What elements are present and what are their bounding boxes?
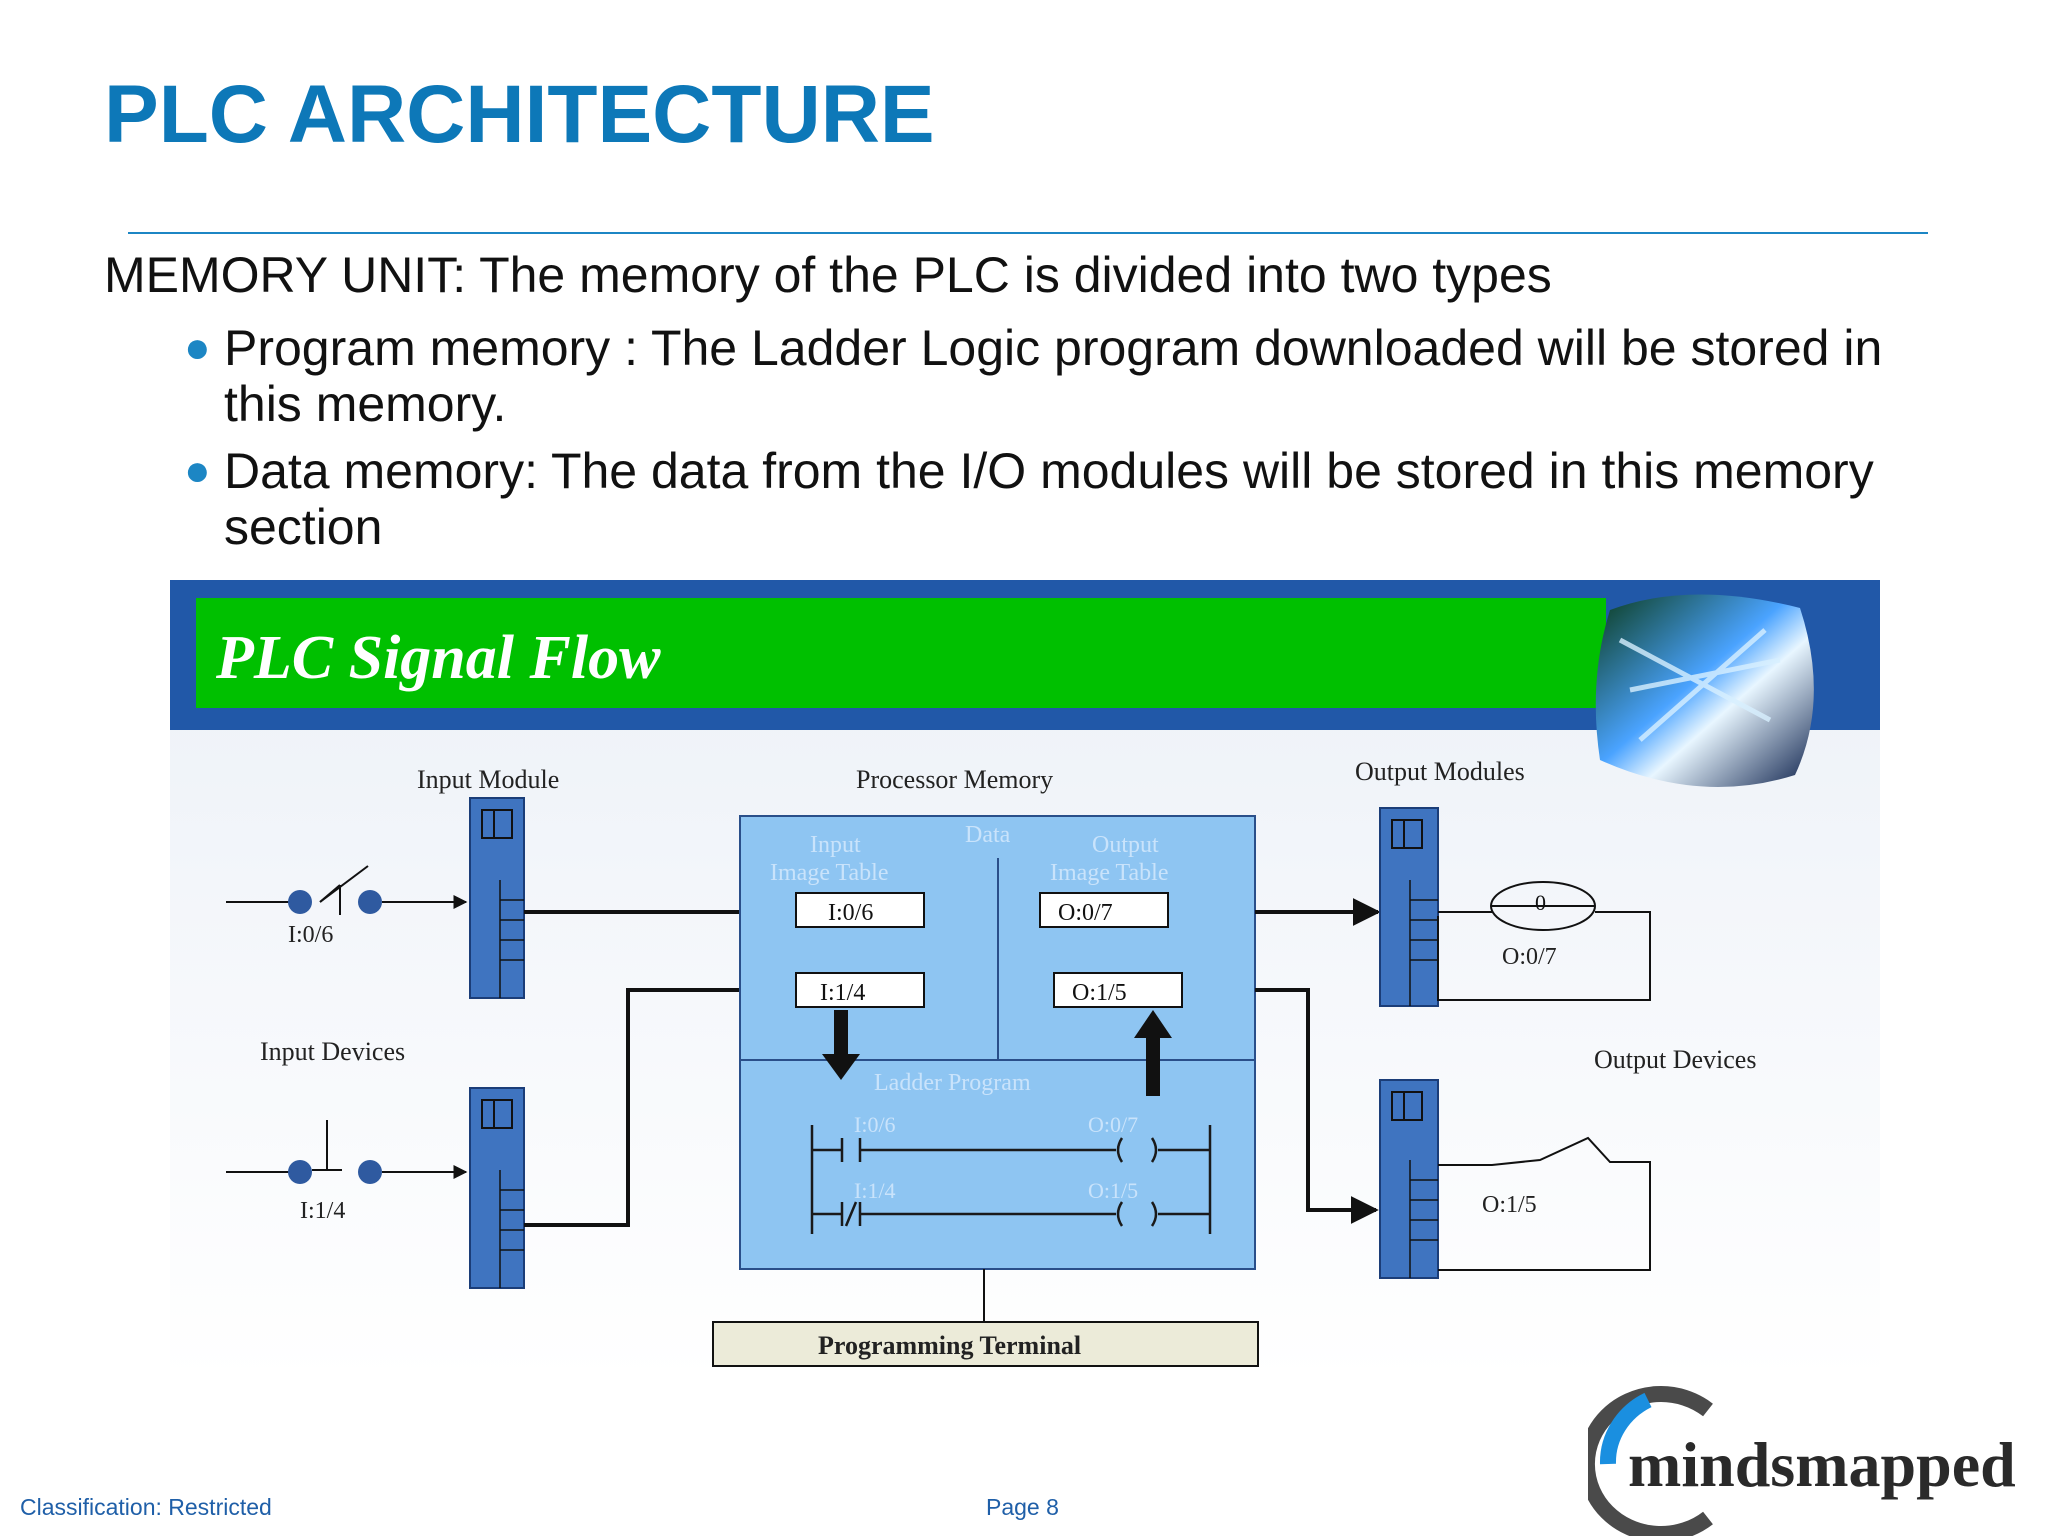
input-image-table-label-2: Image Table bbox=[770, 860, 889, 886]
bullet-data-memory: ● Data memory: The data from the I/O mod… bbox=[184, 443, 1944, 555]
output-module-1 bbox=[1379, 807, 1439, 1007]
page-number: Page 8 bbox=[986, 1494, 1059, 1520]
output-table-entry-1: O:0/7 bbox=[1039, 892, 1169, 928]
logo-text: mindsmapped bbox=[1628, 1429, 2016, 1500]
ladder-rungs bbox=[810, 1125, 1212, 1234]
svg-text:I:0/6: I:0/6 bbox=[828, 900, 873, 926]
plc-signal-flow-diagram: PLC Signal Flow Input Module Processor M… bbox=[170, 580, 1880, 1380]
output-image-table-label: Output bbox=[1092, 832, 1159, 858]
svg-text:O:0/7: O:0/7 bbox=[1058, 900, 1113, 926]
output-lamp-icon bbox=[1437, 881, 1651, 1001]
classification-label: Classification: Restricted bbox=[20, 1494, 272, 1520]
output-devices-label: Output Devices bbox=[1594, 1045, 1756, 1074]
processor-memory-block bbox=[739, 815, 1256, 1270]
data-label: Data bbox=[965, 822, 1011, 848]
tunnel-graphic bbox=[1595, 594, 1814, 787]
input-table-entry-2: I:1/4 bbox=[795, 972, 925, 1008]
processor-memory-label: Processor Memory bbox=[856, 765, 1053, 794]
input-switch-1 bbox=[226, 865, 468, 915]
ladder-program-label: Ladder Program bbox=[874, 1070, 1031, 1096]
input-address-1: I:0/6 bbox=[288, 922, 333, 948]
output-module-2 bbox=[1379, 1079, 1439, 1279]
ladder-address-out2: O:1/5 bbox=[1088, 1178, 1138, 1203]
input-table-entry-1: I:0/6 bbox=[795, 892, 925, 928]
up-arrow-icon bbox=[1134, 1010, 1172, 1096]
ladder-address-in2: I:1/4 bbox=[854, 1178, 896, 1203]
output-address-2: O:1/5 bbox=[1482, 1192, 1537, 1218]
bullet-dot-icon: ● bbox=[184, 323, 211, 372]
bullet-text: Data memory: The data from the I/O modul… bbox=[224, 443, 1874, 555]
programming-terminal-label: Programming Terminal bbox=[818, 1331, 1081, 1360]
bullet-program-memory: ● Program memory : The Ladder Logic prog… bbox=[184, 320, 1944, 432]
down-arrow-icon bbox=[822, 1010, 860, 1080]
input-module-2 bbox=[469, 1087, 525, 1289]
lead-text: MEMORY UNIT: The memory of the PLC is di… bbox=[104, 247, 1552, 303]
ladder-address-out1: O:0/7 bbox=[1088, 1112, 1138, 1137]
mindsmapped-logo: mindsmapped bbox=[1588, 1386, 2016, 1536]
svg-text:I:1/4: I:1/4 bbox=[820, 980, 865, 1006]
ladder-address-in1: I:0/6 bbox=[854, 1112, 896, 1137]
input-module-1 bbox=[469, 797, 525, 999]
svg-text:O:1/5: O:1/5 bbox=[1072, 980, 1127, 1006]
programming-terminal-box bbox=[712, 1321, 1259, 1367]
title-divider bbox=[128, 232, 1928, 234]
slide-title: PLC ARCHITECTURE bbox=[104, 69, 935, 160]
output-image-table-label-2: Image Table bbox=[1050, 860, 1169, 886]
logo-ring bbox=[1588, 1386, 1713, 1536]
banner-green bbox=[196, 598, 1606, 708]
output-table-entry-2: O:1/5 bbox=[1053, 972, 1183, 1008]
banner-title: PLC Signal Flow bbox=[215, 624, 661, 692]
input-devices-label: Input Devices bbox=[260, 1037, 405, 1066]
input-switch-2 bbox=[226, 1120, 468, 1184]
bullet-text: Program memory : The Ladder Logic progra… bbox=[224, 320, 1883, 432]
bullet-dot-icon: ● bbox=[184, 446, 211, 495]
input-address-2: I:1/4 bbox=[300, 1198, 345, 1224]
output-address-1: O:0/7 bbox=[1502, 944, 1557, 970]
output-modules-label: Output Modules bbox=[1355, 757, 1525, 786]
input-image-table-label: Input bbox=[810, 832, 861, 858]
input-module-label: Input Module bbox=[417, 765, 559, 794]
output-lamp-symbol: 0 bbox=[1535, 890, 1546, 915]
output-heater-icon bbox=[1438, 1136, 1651, 1271]
